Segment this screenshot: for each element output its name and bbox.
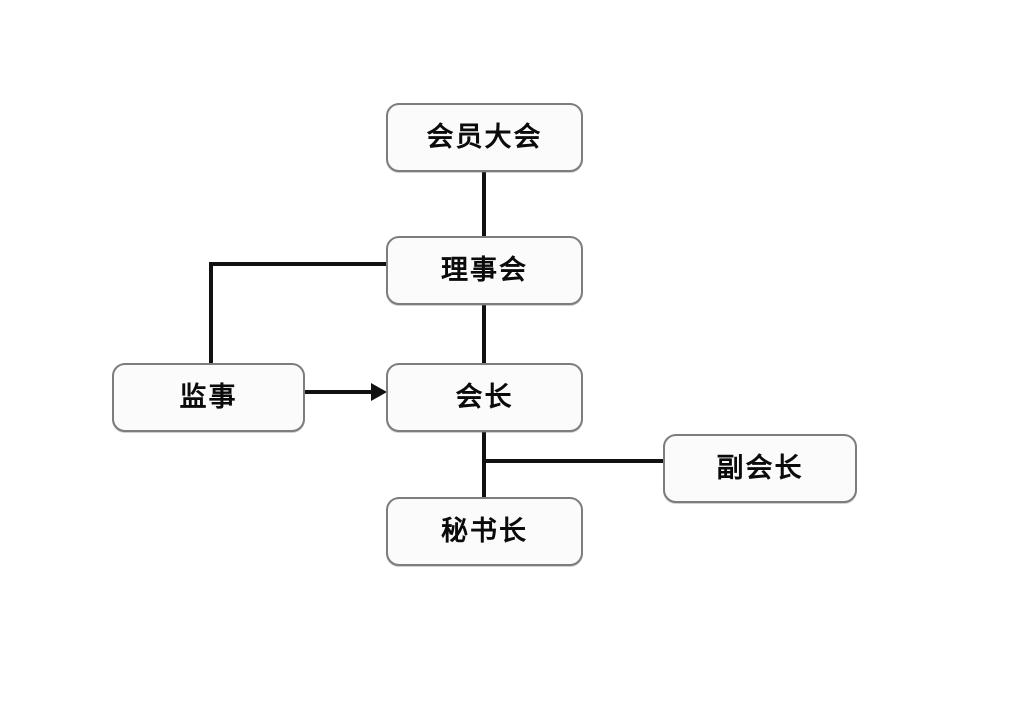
connector-president-to-secretary [482, 430, 486, 499]
connector-board-to-supervisor-vertical [209, 262, 213, 365]
connector-assembly-to-board [482, 170, 486, 238]
connector-board-to-president [482, 303, 486, 365]
node-vice-president[interactable]: 副会长 [663, 434, 857, 503]
node-supervisor-label: 监事 [179, 382, 238, 413]
node-vice-president-label: 副会长 [716, 453, 804, 484]
node-supervisor[interactable]: 监事 [112, 363, 305, 432]
node-members-assembly-label: 会员大会 [426, 122, 543, 153]
node-members-assembly[interactable]: 会员大会 [386, 103, 583, 172]
node-secretary-general-label: 秘书长 [441, 516, 528, 547]
node-president-label: 会长 [455, 382, 514, 413]
node-board-of-directors-label: 理事会 [441, 255, 528, 286]
arrowhead-supervisor-to-president [371, 383, 387, 401]
node-board-of-directors[interactable]: 理事会 [386, 236, 583, 305]
node-secretary-general[interactable]: 秘书长 [386, 497, 583, 566]
connector-supervisor-to-president-shaft [305, 390, 371, 394]
connector-president-to-vice-president [482, 459, 665, 463]
node-president[interactable]: 会长 [386, 363, 583, 432]
connector-board-to-supervisor-horizontal [209, 262, 388, 266]
